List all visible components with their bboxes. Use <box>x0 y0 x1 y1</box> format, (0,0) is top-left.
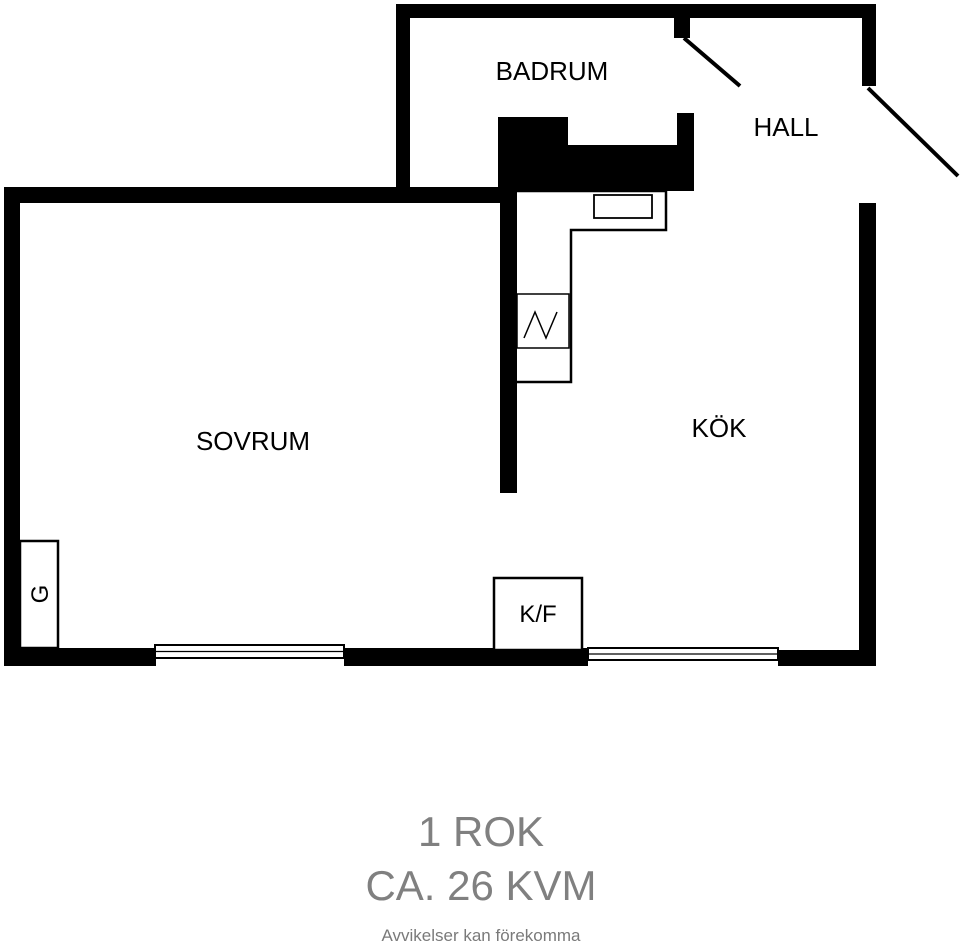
stove-icon <box>516 293 570 349</box>
kitchen-counter <box>516 189 668 384</box>
wall-sovrum-left <box>4 187 20 665</box>
wall-partition <box>500 187 517 493</box>
summary-area: CA. 26 KVM <box>365 862 597 909</box>
fridge-freezer: K/F <box>492 576 584 652</box>
wall-badrum-right-stub <box>677 113 694 191</box>
summary-rooms: 1 ROK <box>417 808 545 855</box>
wall-badrum-top <box>396 4 876 18</box>
door-badrum <box>682 36 742 88</box>
floor-plan: G K/F BADRUM HALL SOVRUM KÖK <box>4 4 960 666</box>
room-label-kok: KÖK <box>692 413 748 443</box>
room-label-sovrum: SOVRUM <box>196 426 310 456</box>
stove-symbol-icon <box>523 310 558 340</box>
fridge-freezer-label: K/F <box>519 601 556 628</box>
summary-disclaimer: Avvikelser kan förekomma <box>381 926 581 945</box>
wall-badrum-left <box>396 4 410 194</box>
wardrobe-label: G <box>27 585 54 604</box>
door-entrance <box>866 86 960 178</box>
windows <box>154 644 779 661</box>
wall-bottom-right <box>778 650 876 666</box>
wall-kok-right <box>859 203 876 666</box>
wall-badrum-bottom <box>498 145 694 191</box>
wardrobe: G <box>18 539 60 650</box>
sink-icon <box>593 194 653 219</box>
wall-bottom-left <box>4 648 156 666</box>
counter-outline <box>517 189 668 384</box>
wall-hall-right-upper <box>862 4 876 86</box>
wall-sovrum-top <box>4 187 516 203</box>
walls <box>4 4 876 666</box>
wall-bottom-middle <box>344 648 588 666</box>
room-label-hall: HALL <box>753 112 818 142</box>
doors <box>682 36 960 178</box>
wall-door-jamb <box>674 16 690 38</box>
room-label-badrum: BADRUM <box>496 56 609 86</box>
